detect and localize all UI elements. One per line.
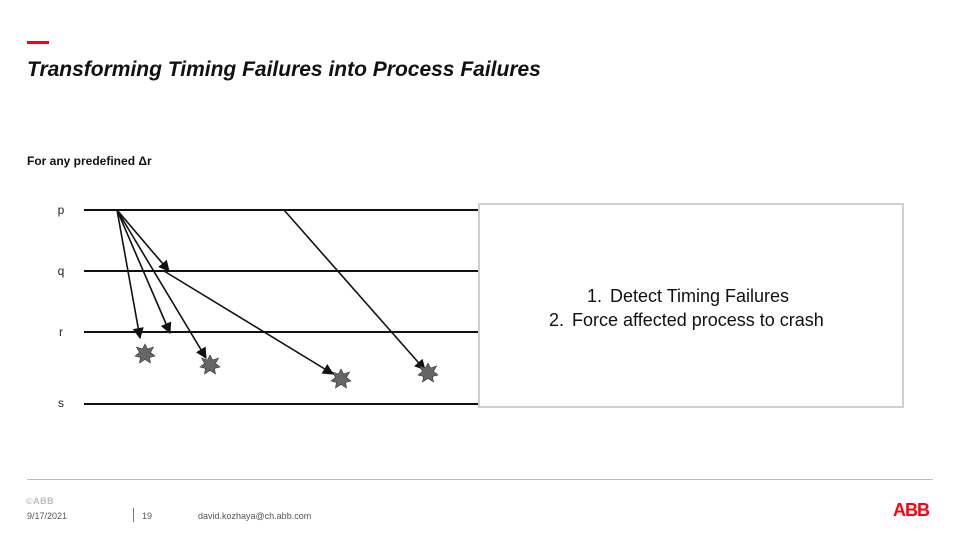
step-number: 2. [548,310,564,330]
footer-email: david.kozhaya@ch.abb.com [198,511,312,521]
step-number: 1. [586,286,602,306]
crash-burst-icon [199,354,221,375]
timeline-p [84,209,480,211]
slide-title: Transforming Timing Failures into Proces… [27,58,541,81]
footer-separator [133,508,134,522]
step-item: 1. Detect Timing Failures [530,284,890,308]
callout-box [478,203,904,408]
footer-date: 9/17/2021 [27,511,68,521]
footer-copyright-logo: ©ABB [26,496,55,506]
message-arrow [116,209,144,340]
message-arrow [116,209,170,272]
process-label-r: r [59,325,63,339]
crash-burst-icon [330,368,352,389]
slide-subtitle: For any predefined Δr [27,154,152,168]
process-label-s: s [58,396,64,410]
title-accent-bar [27,41,49,44]
message-arrow [283,209,426,371]
timeline-q [84,270,480,272]
footer-page-number: 19 [142,511,153,521]
process-label-p: p [57,203,65,217]
message-arrow [163,270,334,375]
steps-list: 1. Detect Timing Failures 2. Force affecte… [530,284,890,332]
crash-burst-icon [417,362,439,383]
step-item: 2. Force affected process to crash [530,308,890,332]
footer-divider [27,479,933,480]
process-label-q: q [57,264,65,278]
step-text: Detect Timing Failures [610,286,790,306]
message-arrow [116,209,207,359]
message-arrow [116,209,172,335]
step-text: Force affected process to crash [572,310,824,330]
timeline-r [84,331,480,333]
abb-logo: ABB [893,500,930,520]
crash-burst-icon [134,343,156,364]
timeline-s [84,403,480,405]
